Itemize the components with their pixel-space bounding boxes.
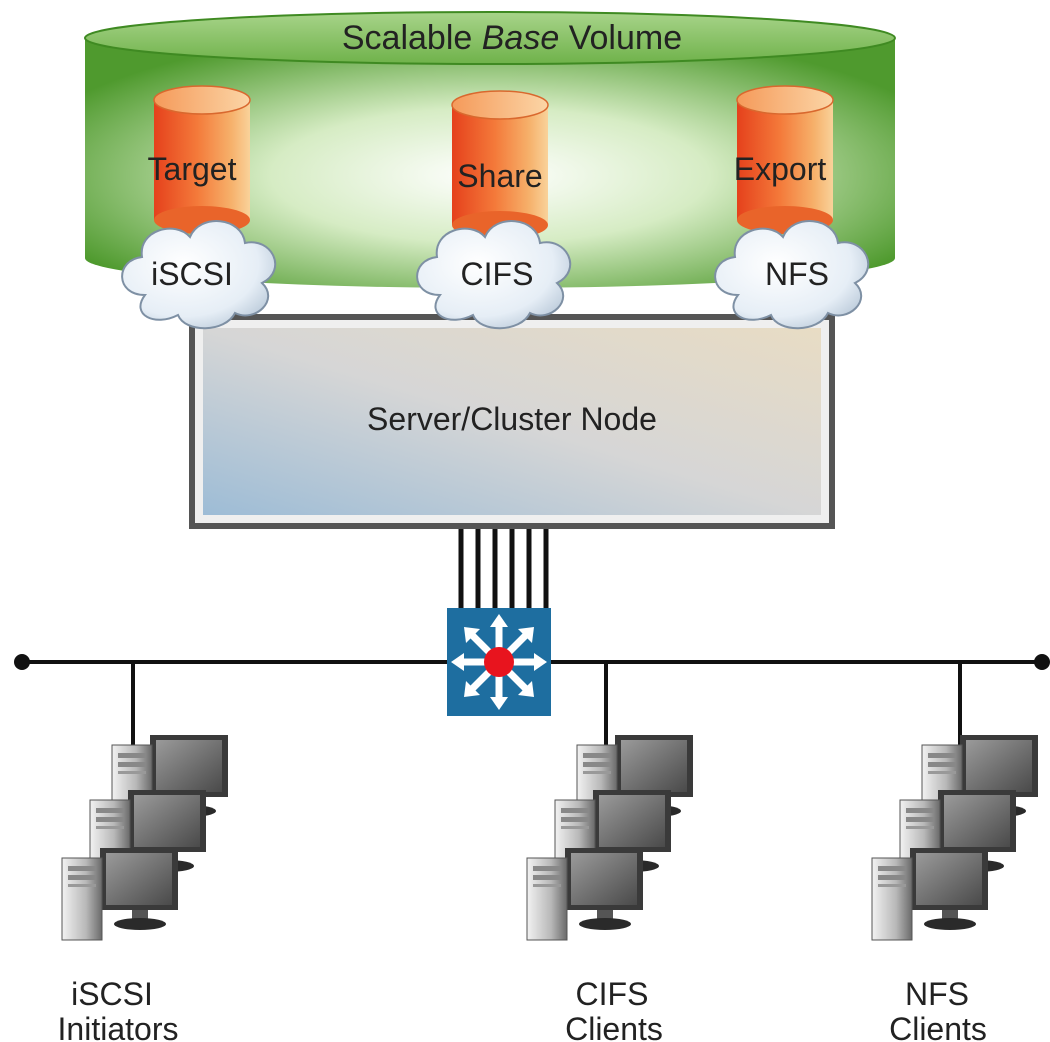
bus-endpoint [1034,654,1050,670]
storage-share: Share CIFS [416,90,572,330]
workstation-group-cifs [527,735,693,940]
client-label-line1: iSCSI [71,976,153,1012]
client-label-line2: Clients [565,1011,663,1042]
store-name: Export [734,151,827,187]
client-label-line2: Initiators [58,1011,179,1042]
store-name: Target [148,151,237,187]
client-label-line2: Clients [889,1011,987,1042]
storage-export: Export NFS [714,85,870,330]
storage-target: Target iSCSI [121,85,277,330]
client-label-line1: CIFS [576,976,649,1012]
workstation-icon [527,735,693,940]
protocol-label: CIFS [461,256,534,292]
bus-endpoint [14,654,30,670]
protocol-label: NFS [765,256,829,292]
server-label: Server/Cluster Node [367,401,657,437]
volume-title: Scalable Base Volume [342,19,682,57]
workstation-icon [62,735,228,940]
client-label-line1: NFS [905,976,969,1012]
workstation-group-nfs [872,735,1038,940]
uplink-cables [458,529,549,615]
workstation-group-iscsi [62,735,228,940]
store-name: Share [457,158,542,194]
server-cluster-node: Server/Cluster Node [189,314,835,529]
switch-core [484,647,514,677]
protocol-label: iSCSI [151,256,233,292]
workstation-icon [872,735,1038,940]
network-switch-icon [447,608,551,716]
